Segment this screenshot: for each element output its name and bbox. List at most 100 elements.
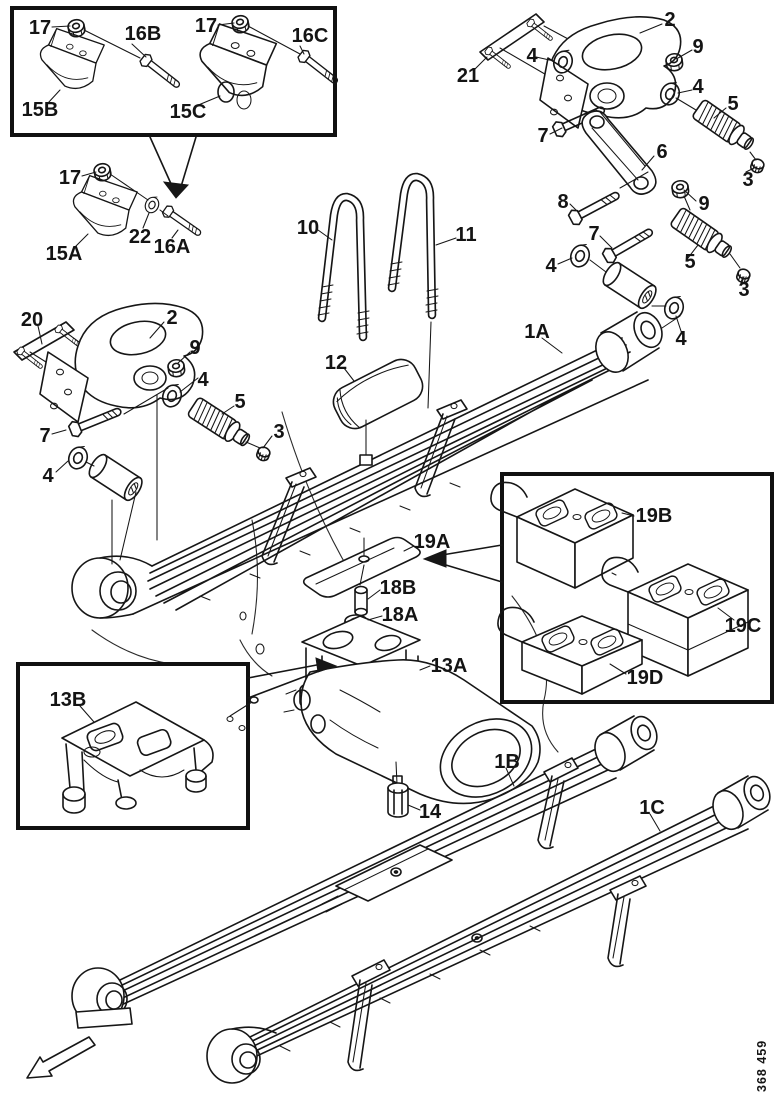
spring-1a-rear-eye	[595, 311, 663, 373]
callout-11: 11	[455, 224, 476, 246]
callout-4-front-low: 4	[42, 465, 54, 487]
washer-4-front-low	[64, 441, 92, 473]
leaf-spring-1c	[206, 775, 771, 1084]
callout-13A: 13A	[431, 655, 468, 677]
spacer-tube-rear	[599, 259, 661, 312]
callout-18B: 18B	[380, 577, 417, 599]
ubolt-11	[387, 172, 439, 409]
leaf-spring-1b	[71, 715, 658, 1029]
callout-19D: 19D	[627, 667, 664, 689]
bushing-5-low	[668, 206, 737, 264]
nut-14	[387, 775, 409, 818]
leader-lines	[37, 22, 757, 832]
bracket-15C-bore2	[236, 90, 252, 110]
callout-labels: 17 16B 15B 17 16C 15C 17 15A 22 16A 21 4…	[21, 9, 761, 823]
washer-22	[142, 193, 163, 216]
callout-17: 17	[59, 167, 81, 189]
callout-17-inset-left: 17	[29, 17, 51, 39]
spring-1b-rear-eye	[594, 715, 658, 773]
callout-4-rear-left: 4	[545, 255, 557, 277]
wear-plate-19a	[302, 536, 421, 598]
callout-9-front: 9	[189, 337, 200, 359]
leaf-spring-1a	[71, 311, 663, 619]
callout-12: 12	[325, 352, 347, 374]
callout-20: 20	[21, 309, 43, 331]
axle-housing	[283, 659, 541, 818]
shackle-6	[581, 110, 657, 195]
bolt-8	[566, 186, 624, 228]
callout-17-inset-right: 17	[195, 15, 217, 37]
inset-box-hangers	[10, 6, 342, 199]
block-19d	[497, 606, 643, 695]
callout-1A: 1A	[524, 321, 550, 343]
callout-3-rear-top: 3	[742, 169, 753, 191]
callout-4-rear-right: 4	[692, 76, 704, 98]
bracket-15C-bore	[217, 81, 235, 103]
sleeve-18b	[354, 585, 368, 617]
inset-box-13b	[16, 657, 338, 830]
callout-4-rear-eye: 4	[675, 328, 687, 350]
block-19c	[601, 556, 749, 677]
bracket-15A	[72, 174, 138, 237]
spacer-tube-front	[85, 451, 147, 504]
callout-19C: 19C	[725, 615, 762, 637]
callout-5-front: 5	[234, 391, 245, 413]
callout-6: 6	[656, 141, 667, 163]
callout-1C: 1C	[639, 797, 665, 819]
seat-13b-drawing	[61, 701, 214, 814]
inset-box-19-blocks	[422, 472, 774, 704]
callout-13B: 13B	[50, 689, 87, 711]
callout-14: 14	[419, 801, 442, 823]
drawing-number: 368 459	[755, 1040, 769, 1092]
callout-4-rear-top: 4	[526, 45, 538, 67]
spring-clamp	[414, 399, 468, 498]
callout-3-front: 3	[273, 421, 284, 443]
hanger-15a-assembly	[72, 161, 205, 240]
spring-1c-rear-eye	[712, 775, 771, 831]
spring-pad-12	[332, 358, 424, 430]
callout-7-front: 7	[39, 425, 50, 447]
spring-clamp	[537, 757, 579, 850]
callout-7-rear-low: 7	[588, 223, 599, 245]
callout-16B: 16B	[125, 23, 162, 45]
washer-4-eye	[660, 291, 688, 323]
callout-2-front: 2	[166, 307, 177, 329]
bolt-16B	[137, 51, 184, 93]
rear-shackle-assembly	[479, 13, 767, 329]
callout-16A: 16A	[154, 236, 191, 258]
ubolt-10	[317, 192, 370, 342]
block-19b	[490, 481, 634, 589]
callout-16C: 16C	[292, 25, 329, 47]
direction-arrow	[26, 1036, 96, 1079]
callout-2-rear: 2	[664, 9, 675, 31]
front-hanger-assembly	[13, 302, 273, 561]
bushing-5-top	[690, 98, 759, 156]
hanger-bracket-2-rear	[539, 16, 682, 129]
spring-clamp	[347, 959, 391, 1072]
callout-5-rear-top: 5	[727, 93, 738, 115]
center-bolt-head	[359, 454, 373, 466]
callout-3-rear-low: 3	[738, 279, 749, 301]
callout-21: 21	[457, 65, 479, 87]
spring-clamp	[607, 875, 647, 968]
callout-8: 8	[557, 191, 568, 213]
callout-9-rear-mid: 9	[698, 193, 709, 215]
nut-9-mid	[670, 178, 691, 200]
callout-15B: 15B	[22, 99, 59, 121]
callout-22: 22	[129, 226, 151, 248]
callout-15A: 15A	[46, 243, 83, 265]
callout-10: 10	[297, 217, 319, 239]
callout-5-rear-low: 5	[684, 251, 695, 273]
callout-19B: 19B	[636, 505, 673, 527]
callout-7-rear-top: 7	[537, 125, 548, 147]
bolt-7-low	[600, 223, 657, 266]
spring-clamp	[261, 467, 317, 566]
washer-4-left	[566, 239, 594, 271]
callout-9-rear-top: 9	[692, 36, 703, 58]
callout-1B: 1B	[494, 751, 520, 773]
callout-15C: 15C	[170, 101, 207, 123]
callout-18A: 18A	[382, 604, 419, 626]
callout-19A: 19A	[414, 531, 451, 553]
